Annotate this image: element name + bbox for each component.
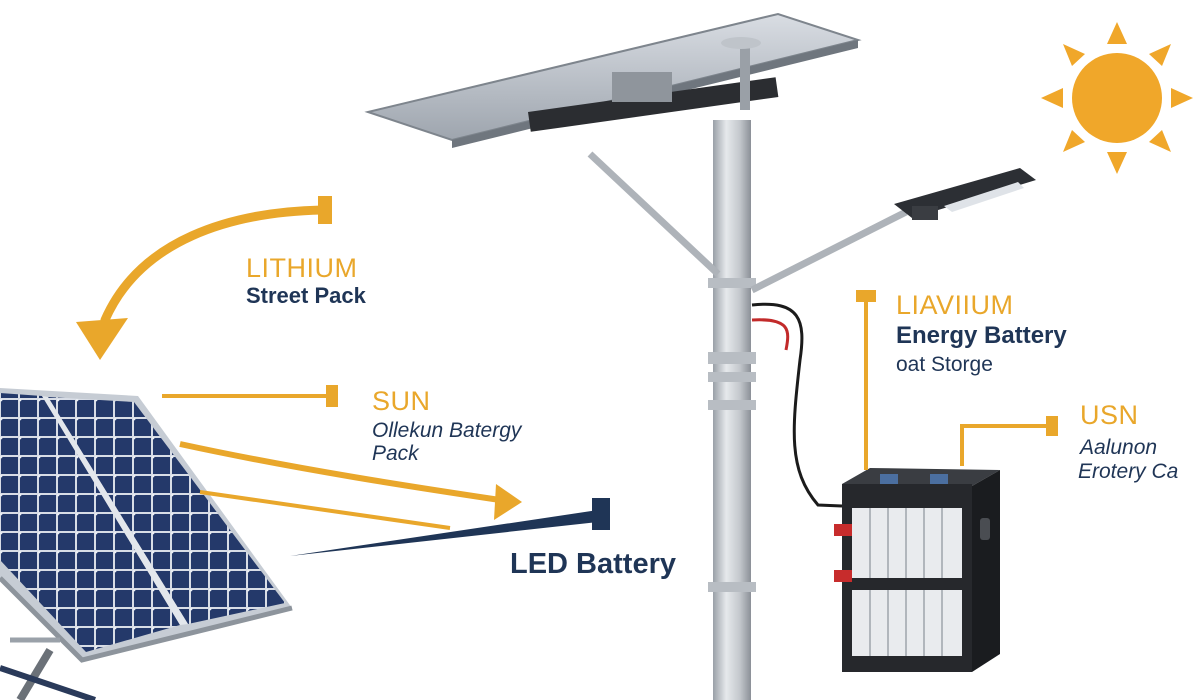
street-light-pole bbox=[587, 120, 908, 700]
lavium-line1: Energy Battery bbox=[896, 322, 1067, 349]
lithium-curved-arrow bbox=[76, 196, 332, 360]
pole-solar-panel bbox=[364, 12, 862, 148]
lithium-subtitle: Street Pack bbox=[246, 283, 366, 308]
lithium-title: LITHIUM bbox=[246, 253, 358, 283]
sun-line1: Ollekun Batergy bbox=[372, 419, 522, 442]
sun-line2: Pack bbox=[372, 442, 419, 465]
usn-title: USN bbox=[1080, 400, 1139, 430]
led-battery-title: LED Battery bbox=[510, 548, 676, 580]
connector-lines bbox=[162, 385, 610, 556]
sun-title: SUN bbox=[372, 386, 431, 416]
usn-line2: Erotery Ca bbox=[1078, 461, 1179, 483]
lavium-title: LIAVIIUM bbox=[896, 290, 1014, 320]
usn-line1: Aalunon bbox=[1080, 436, 1158, 459]
solar-panel bbox=[0, 388, 293, 700]
lavium-line2: oat Storge bbox=[896, 353, 993, 376]
sun-icon bbox=[1041, 22, 1193, 174]
led-lamp-head bbox=[894, 168, 1036, 220]
right-connectors bbox=[856, 290, 1058, 470]
battery-cabinet bbox=[834, 468, 1000, 672]
